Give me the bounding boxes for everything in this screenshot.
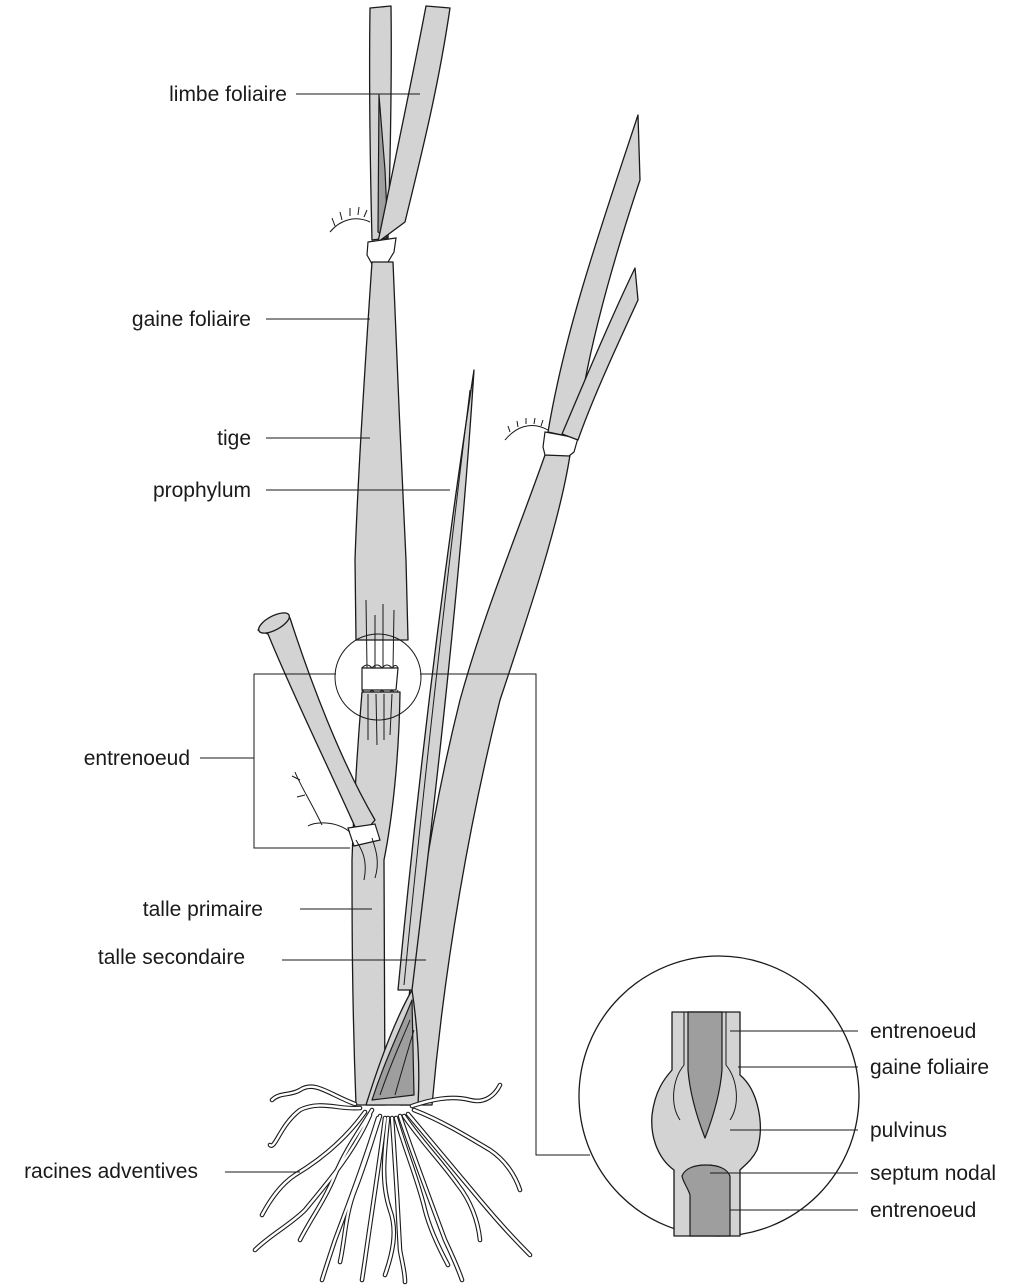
node-detail [579, 956, 859, 1236]
label-entrenoeud: entrenoeud [84, 747, 190, 770]
detail-label-entrenoeud-bottom: entrenoeud [870, 1199, 976, 1222]
detail-label-entrenoeud-top: entrenoeud [870, 1020, 976, 1043]
label-prophylum: prophylum [153, 479, 251, 502]
label-limbe-foliaire: limbe foliaire [169, 83, 287, 106]
label-talle-secondaire: talle secondaire [98, 946, 245, 969]
detail-label-septum-nodal: septum nodal [870, 1162, 996, 1185]
label-racines-adventives: racines adventives [24, 1160, 198, 1183]
detail-label-pulvinus: pulvinus [870, 1119, 947, 1142]
label-gaine-foliaire: gaine foliaire [132, 308, 251, 331]
label-talle-primaire: talle primaire [143, 898, 263, 921]
secondary-tiller [400, 115, 640, 1105]
adventitious-roots [255, 1085, 530, 1282]
detail-label-gaine-foliaire: gaine foliaire [870, 1056, 989, 1079]
label-tige: tige [217, 427, 251, 450]
